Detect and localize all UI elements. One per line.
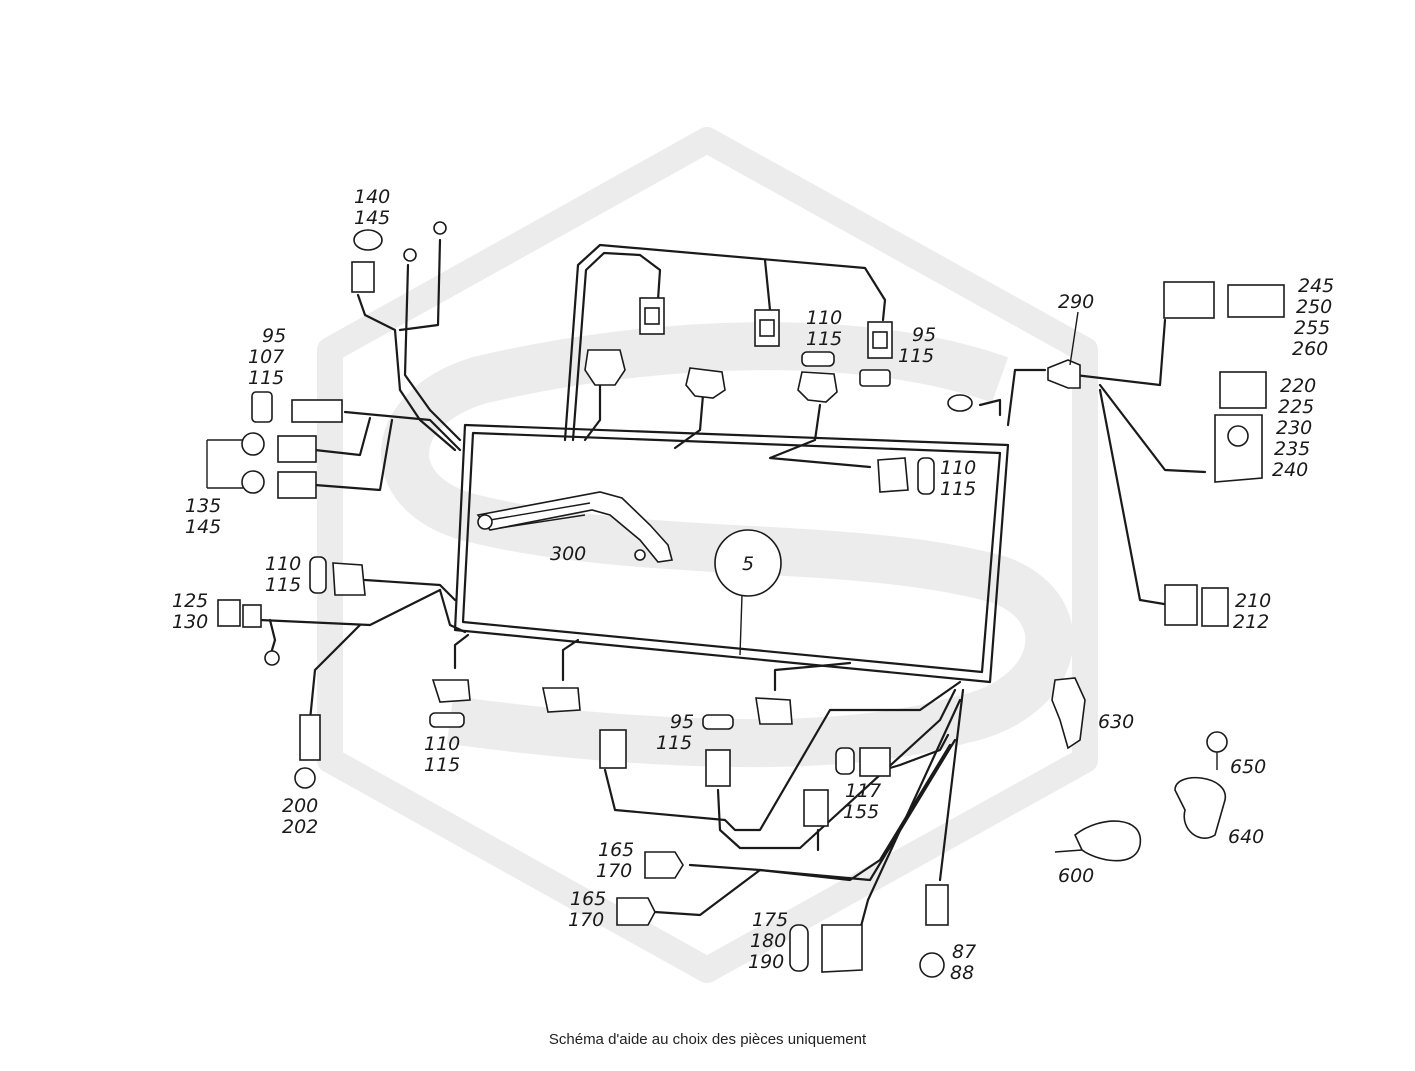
callout-165-170-a: 165 170 — [596, 839, 640, 882]
connector-bottom-1 — [431, 679, 471, 703]
right-connector — [877, 457, 935, 495]
seal-top-95 — [859, 369, 891, 387]
connector-130 — [242, 604, 262, 628]
callout-110-115-left: 110 115 — [265, 553, 307, 596]
seal-top-110 — [801, 351, 835, 367]
grommet-290 — [1047, 359, 1081, 389]
connector-140 — [351, 261, 375, 293]
center-marker-label: 5 — [742, 553, 754, 575]
top-connectors — [584, 297, 973, 412]
connector-top-1 — [639, 297, 665, 335]
part-300-bracket — [476, 491, 674, 563]
clamp-640 — [1174, 776, 1226, 839]
seal-bottom-95 — [702, 714, 734, 730]
seal-175-190 — [789, 924, 809, 972]
grommet-135-b — [241, 470, 265, 494]
connector-lower-3 — [803, 789, 829, 827]
callout-125-130: 125 130 — [172, 590, 214, 633]
connector-117-155 — [859, 747, 891, 777]
connector-top-4 — [584, 349, 626, 386]
connector-125 — [217, 599, 241, 627]
callout-640: 640 — [1228, 826, 1264, 848]
callout-labels: 140 145 95 107 115 135 145 110 115 125 1… — [172, 186, 1340, 984]
main-harness: 5 — [453, 423, 1010, 684]
callout-630: 630 — [1098, 711, 1134, 733]
watermark-logo — [317, 127, 1098, 983]
left-connectors — [206, 221, 447, 789]
callout-110-115-right: 110 115 — [940, 457, 982, 500]
grommet-135-a — [241, 432, 265, 456]
right-side — [1047, 281, 1285, 627]
cable-tie-600 — [1074, 820, 1141, 862]
seal-left-110 — [309, 556, 327, 594]
callout-135-145: 135 145 — [185, 495, 227, 538]
callout-95-115-top: 95 115 — [898, 324, 942, 367]
seal-right-110 — [917, 457, 935, 495]
callout-95-107-115: 95 107 115 — [248, 325, 292, 389]
connector-245-260 — [1227, 284, 1285, 318]
module-230-240 — [1214, 414, 1263, 483]
module-212 — [1201, 587, 1229, 627]
terminal-left-2 — [433, 221, 447, 235]
callout-210-212: 210 212 — [1233, 590, 1277, 633]
seal-140-145 — [353, 229, 383, 251]
connector-top-5 — [685, 367, 726, 399]
washer-200-202 — [294, 767, 316, 789]
callout-165-170-b: 165 170 — [568, 888, 612, 931]
center-marker-circle — [714, 529, 782, 597]
connector-top-3 — [867, 321, 893, 359]
terminal-left-1 — [403, 248, 417, 262]
callout-175-190: 175 180 190 — [748, 909, 794, 973]
connector-200 — [299, 714, 321, 761]
diagram-caption: Schéma d'aide au choix des pièces unique… — [548, 1031, 867, 1048]
callout-87-88: 87 88 — [950, 941, 982, 984]
clip-630 — [1051, 677, 1086, 750]
callout-117-155: 117 155 — [843, 780, 887, 823]
callout-290: 290 — [1058, 291, 1094, 313]
seal-117 — [835, 747, 855, 775]
connector-lower-1 — [599, 729, 627, 769]
connector-165-b — [616, 897, 656, 926]
connector-bottom-2 — [542, 687, 581, 713]
callout-140-145: 140 145 — [354, 186, 396, 229]
seal-bottom-110 — [429, 712, 465, 728]
lower-bundle — [599, 680, 965, 978]
connector-left-95 — [291, 399, 343, 423]
connector-top-6 — [797, 371, 838, 403]
callout-650: 650 — [1230, 756, 1266, 778]
connector-left-110 — [332, 562, 366, 596]
callout-110-115-bottom: 110 115 — [424, 733, 466, 776]
screw-650-head — [1206, 731, 1228, 753]
connector-220 — [1219, 371, 1267, 409]
callout-110-115-top: 110 115 — [806, 307, 848, 350]
connector-lower-2 — [705, 749, 731, 787]
callout-220-240: 220 225 230 235 240 — [1272, 375, 1322, 481]
eyelet-terminal-top — [947, 394, 973, 412]
bottom-connectors — [429, 633, 852, 730]
loose-hardware — [1051, 677, 1228, 862]
module-245 — [1163, 281, 1215, 319]
seal-87-88 — [919, 952, 945, 978]
connector-bottom-3 — [755, 697, 793, 725]
callout-95-115-bottom: 95 115 — [656, 711, 700, 754]
callout-600: 600 — [1058, 865, 1094, 887]
connector-left-135-a — [277, 435, 317, 463]
connector-165-a — [644, 851, 684, 879]
terminal-125 — [264, 650, 280, 666]
connector-left-135-b — [277, 471, 317, 499]
left-branches — [258, 238, 467, 722]
seal-95-107-115 — [251, 391, 273, 423]
connector-210 — [1164, 584, 1198, 626]
top-branch — [563, 243, 1047, 469]
connector-87 — [925, 884, 949, 926]
callout-245-260: 245 250 255 260 — [1292, 275, 1340, 360]
connector-175 — [821, 924, 863, 973]
callout-300: 300 — [550, 543, 586, 565]
callout-200-202: 200 202 — [282, 795, 324, 838]
